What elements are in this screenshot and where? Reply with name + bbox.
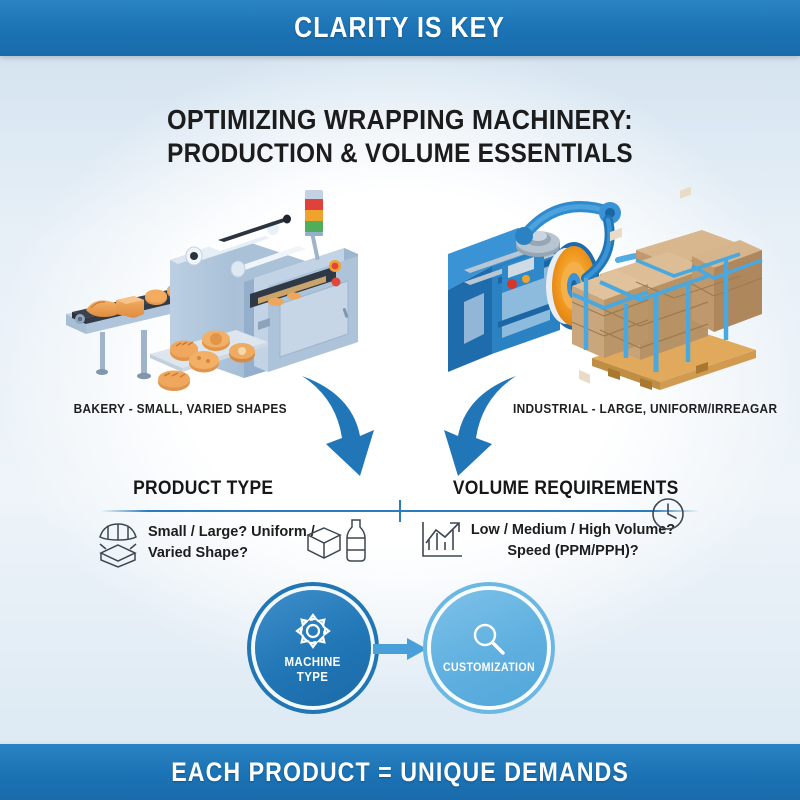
criteria-heading-product-type: PRODUCT TYPE: [133, 478, 274, 499]
croissant-and-box-icons: [99, 523, 137, 568]
criteria-product-line-1: Small / Large? Uniform /: [148, 524, 315, 540]
wooden-pallet: [592, 328, 756, 390]
arrow-down-left-icon: [302, 376, 374, 476]
bottom-banner-text: EACH PRODUCT = UNIQUE DEMANDS: [171, 756, 629, 787]
bottom-banner: EACH PRODUCT = UNIQUE DEMANDS: [0, 744, 800, 800]
magnifier-icon: [473, 624, 505, 655]
croissant-on-belt: [86, 300, 122, 317]
cube-icon: [306, 527, 342, 559]
pastry-tray: [150, 330, 268, 391]
bakery-caption: BAKERY - SMALL, VARIED SHAPES: [73, 402, 287, 416]
industrial-caption: INDUSTRIAL - LARGE, UNIFORM/IRREAGAR: [512, 402, 778, 416]
customization-circle[interactable]: CUSTOMIZATION: [431, 590, 547, 706]
page-title: OPTIMIZING WRAPPING MACHINERY: PRODUCTIO…: [0, 103, 800, 170]
cube-and-bottle-icons: [306, 519, 366, 562]
machine-type-label-line-2: TYPE: [297, 670, 329, 684]
clock-icon: [652, 498, 684, 530]
criteria-section: PRODUCT TYPE VOLUME REQUIREMENTS Small /…: [99, 478, 700, 578]
box-stack: [571, 186, 763, 384]
croissant-icon: [99, 523, 137, 541]
top-banner: CLARITY IS KEY: [0, 0, 800, 56]
criteria-center-tick: [399, 500, 401, 522]
stack-light: [305, 190, 323, 236]
growth-chart-icon: [422, 522, 462, 557]
machine-type-label-line-1: MACHINE: [284, 655, 342, 670]
bakery-wrapping-machine-illustration: [66, 190, 358, 391]
criteria-volume-line-1: Low / Medium / High Volume?: [470, 522, 676, 538]
flow-section: MACHINE TYPE CUSTOMIZATION: [245, 586, 555, 710]
machine-type-circle[interactable]: MACHINE TYPE: [255, 590, 371, 706]
criteria-text-volume: Low / Medium / High Volume? Speed (PPM/P…: [448, 520, 698, 562]
arrow-down-right-icon: [444, 376, 516, 476]
title-line-2: PRODUCTION & VOLUME ESSENTIALS: [167, 138, 633, 169]
right-arrow-icon: [373, 638, 427, 660]
criteria-heading-volume-requirements: VOLUME REQUIREMENTS: [452, 478, 679, 499]
bread-loaf-small: [116, 296, 144, 318]
top-banner-text: CLARITY IS KEY: [294, 11, 506, 44]
title-line-1: OPTIMIZING WRAPPING MACHINERY:: [167, 104, 633, 135]
customization-label: CUSTOMIZATION: [443, 662, 535, 675]
gear-icon: [295, 613, 331, 650]
machine-type-label: MACHINE TYPE: [285, 655, 341, 685]
bottle-icon: [346, 519, 366, 562]
criteria-volume-line-2: Speed (PPM/PPH)?: [507, 543, 639, 560]
open-box-icon: [99, 543, 137, 568]
criteria-product-line-2: Varied Shape?: [148, 545, 248, 562]
criteria-text-product-type: Small / Large? Uniform / Varied Shape?: [148, 522, 315, 564]
industrial-pallet-wrapper-illustration: [448, 186, 763, 390]
